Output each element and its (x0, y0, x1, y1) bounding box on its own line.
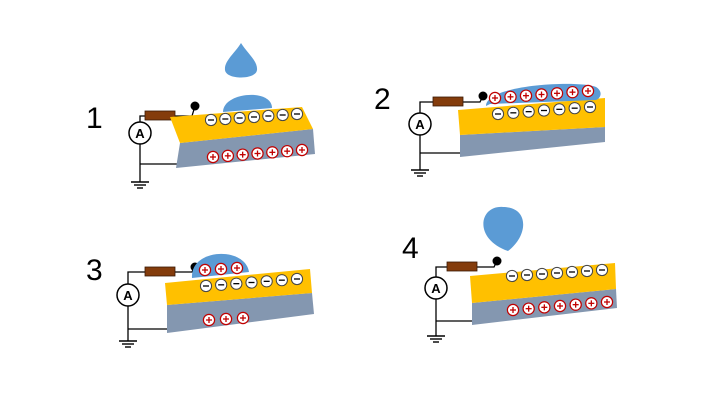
positive-charge-icon (522, 302, 535, 315)
positive-charge-icon (553, 299, 567, 313)
positive-charge-icon (550, 87, 564, 100)
negative-charge-icon (215, 278, 228, 291)
step-number: 4 (402, 232, 419, 265)
negative-charge-icon (262, 109, 275, 123)
negative-charge-icon (553, 103, 566, 116)
positive-charge-icon (538, 301, 551, 314)
dielectric-layer (470, 263, 616, 303)
droplet-icon (483, 206, 524, 251)
negative-charge-icon (233, 111, 246, 125)
ammeter-label: A (135, 126, 145, 141)
negative-charge-icon (595, 263, 609, 277)
positive-charge-icon (266, 146, 279, 159)
step-number: 2 (374, 83, 391, 116)
negative-charge-icon (565, 265, 579, 279)
positive-charge-icon (206, 150, 220, 164)
electrode-layer (460, 127, 605, 157)
ammeter-icon: A (128, 121, 152, 145)
positive-charge-icon (581, 84, 595, 98)
negative-charge-icon (275, 274, 288, 287)
negative-charge-icon (276, 108, 289, 122)
negative-charge-icon (535, 267, 549, 281)
electrode-contact (492, 256, 502, 266)
negative-charge-icon (550, 266, 564, 280)
negative-charge-icon (568, 102, 581, 115)
positive-charge-icon (230, 261, 244, 275)
positive-charge-icon (251, 147, 264, 160)
positive-charge-icon (519, 89, 533, 102)
ammeter-icon: A (424, 276, 448, 300)
positive-charge-icon (535, 88, 548, 101)
positive-charge-icon (202, 313, 216, 327)
positive-charge-icon (600, 295, 614, 309)
ground-icon (131, 181, 149, 189)
resistor-icon (446, 261, 478, 272)
resistor-icon (144, 266, 176, 277)
negative-charge-icon (522, 105, 535, 118)
ammeter-label: A (123, 288, 133, 303)
positive-charge-icon (280, 144, 294, 158)
ground-icon (411, 169, 429, 177)
positive-charge-icon (504, 90, 517, 104)
ammeter-icon: A (116, 283, 140, 307)
negative-charge-icon (290, 107, 304, 121)
positive-charge-icon (295, 143, 309, 157)
droplet-puddle (223, 94, 272, 112)
negative-charge-icon (520, 268, 534, 282)
negative-charge-icon (247, 110, 261, 124)
ammeter-icon: A (408, 112, 432, 136)
step-number: 1 (86, 102, 103, 135)
panel-4: 4A (402, 206, 617, 343)
negative-charge-icon (245, 276, 258, 289)
panel-2: 2A (374, 83, 605, 177)
negative-charge-icon (260, 275, 273, 288)
positive-charge-icon (221, 149, 235, 163)
ground-icon (427, 335, 445, 343)
negative-charge-icon (219, 112, 232, 126)
electrode-contact (190, 101, 200, 111)
ground-icon (119, 340, 137, 348)
negative-charge-icon (505, 269, 519, 283)
negative-charge-icon (580, 264, 594, 278)
positive-charge-icon (214, 262, 228, 276)
negative-charge-icon (583, 100, 597, 114)
ammeter-label: A (431, 281, 441, 296)
positive-charge-icon (566, 85, 579, 99)
negative-charge-icon (507, 106, 520, 119)
positive-charge-icon (569, 298, 582, 311)
positive-charge-icon (219, 312, 233, 326)
negative-charge-icon (290, 272, 304, 286)
negative-charge-icon (230, 277, 243, 290)
electrode-contact (478, 91, 488, 101)
panel-3: 3A (86, 253, 314, 348)
circuit-wires (127, 266, 196, 341)
resistor-icon (432, 96, 464, 107)
negative-charge-icon (204, 113, 218, 127)
positive-charge-icon (236, 148, 249, 161)
positive-charge-icon (585, 297, 598, 310)
positive-charge-icon (506, 303, 520, 317)
droplet-icon (224, 43, 258, 78)
positive-charge-icon (236, 311, 250, 325)
negative-charge-icon (537, 104, 551, 117)
negative-charge-icon (199, 279, 213, 293)
resistor-icon (144, 110, 176, 121)
positive-charge-icon (198, 263, 212, 277)
negative-charge-icon (491, 107, 505, 121)
step-number: 3 (86, 254, 103, 287)
ammeter-label: A (415, 117, 425, 132)
positive-charge-icon (488, 91, 502, 105)
